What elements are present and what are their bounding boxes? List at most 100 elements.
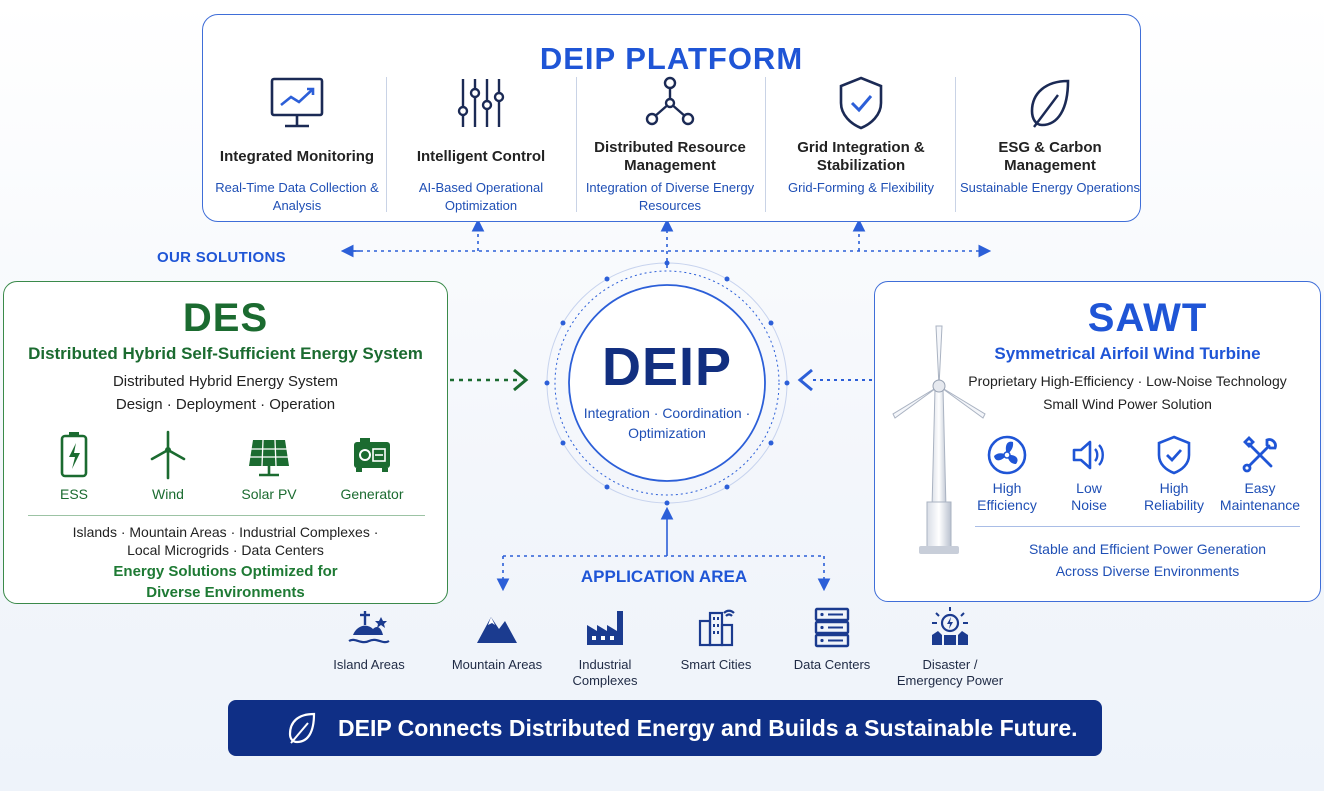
server-icon [814,607,850,648]
fan-icon [987,435,1027,475]
des-item-ess: ESS [24,430,124,502]
sawt-feature-label: Low [1076,480,1102,496]
sawt-feature-noise: Low Noise [1044,434,1134,514]
generator-icon [354,438,390,472]
platform-item-grid: Grid Integration & Stabilization Grid-Fo… [767,73,955,213]
sawt-feature-label: Noise [1071,497,1107,513]
battery-icon [60,432,88,478]
sawt-description: Small Wind Power Solution [1043,396,1212,412]
application-label: Smart Cities [680,657,752,672]
platform-item-desc: Sustainable Energy Operations [960,180,1140,195]
tools-icon [1242,436,1277,473]
shield-check-icon [839,76,883,130]
application-item-island: Island Areas [309,605,429,673]
speaker-icon [1072,440,1104,470]
sawt-tagline: Stable and Efficient Power Generation [1028,541,1267,557]
application-item-smart-cities: Smart Cities [656,605,776,673]
des-item-solar: Solar PV [219,430,319,502]
island-icon [348,611,390,644]
application-item-industrial: Industrial Complexes [545,605,665,689]
deip-core-subtitle: Optimization [628,425,706,441]
platform-item-control: Intelligent Control AI-Based Operational… [387,73,575,213]
application-label: Industrial [578,657,632,672]
leaf-icon [1030,79,1070,128]
banner-text: DEIP Connects Distributed Energy and Bui… [338,715,1078,741]
platform-item-desc: Integration of Diverse Energy Resources [585,180,755,213]
sawt-feature-efficiency: High Efficiency [962,434,1052,514]
application-label: Complexes [572,673,638,688]
des-panel: DES Distributed Hybrid Self-Sufficient E… [3,281,448,604]
sawt-feature-label: Maintenance [1219,497,1301,513]
wind-turbine-icon [150,430,186,480]
des-phases: Design · Deployment · Operation [115,396,336,413]
leaf-icon [288,712,316,744]
divider [975,526,1300,527]
platform-item-resources: Distributed Resource Management Integrat… [576,73,764,213]
sawt-feature-label: Easy [1244,480,1276,496]
sawt-tagline: Across Diverse Environments [1055,563,1240,579]
platform-item-esg: ESG & Carbon Management Sustainable Ener… [956,73,1144,213]
sawt-feature-label: High [1159,480,1189,496]
sawt-subtitle: Symmetrical Airfoil Wind Turbine [994,344,1261,363]
application-label: Disaster / [922,657,978,672]
des-item-label: Wind [152,486,184,502]
platform-item-title: Distributed Resource Management [594,139,746,174]
application-area-title: APPLICATION AREA [580,567,748,586]
sawt-feature-label: High [992,480,1022,496]
platform-item-desc: Grid-Forming & Flexibility [788,180,934,195]
des-description: Distributed Hybrid Energy System [112,373,339,390]
platform-item-title: Grid Integration & Stabilization [797,139,925,174]
divider [576,77,577,212]
platform-item-monitoring: Integrated Monitoring Real-Time Data Col… [203,73,391,213]
sawt-panel: SAWT Symmetrical Airfoil Wind Turbine Pr… [874,281,1321,602]
application-label: Mountain Areas [451,657,543,672]
wind-turbine-illustration [892,325,986,554]
divider [386,77,387,212]
sawt-feature-maintenance: Easy Maintenance [1215,434,1305,514]
factory-icon [587,611,623,645]
network-nodes-icon [645,76,695,126]
shield-check-icon [1157,435,1191,475]
des-item-wind: Wind [118,430,218,502]
des-tagline: Energy Solutions Optimized for [113,563,338,580]
platform-item-title: Intelligent Control [416,148,546,165]
smart-city-icon [698,609,735,647]
des-applications: Islands · Mountain Areas · Industrial Co… [72,524,379,540]
sawt-title: SAWT [1087,296,1208,340]
platform-item-desc: Real-Time Data Collection & Analysis [215,180,379,213]
platform-item-title: ESG & Carbon Management [998,139,1102,174]
application-label: Emergency Power [896,673,1004,688]
application-label: Island Areas [333,657,405,672]
des-applications: Local Microgrids · Data Centers [127,542,324,558]
footer-banner: DEIP Connects Distributed Energy and Bui… [228,700,1102,756]
sawt-feature-reliability: High Reliability [1129,434,1219,514]
sawt-feature-label: Reliability [1144,497,1204,513]
des-item-label: ESS [59,486,88,502]
sawt-description: Proprietary High-Efficiency · Low-Noise … [968,373,1287,389]
des-title: DES [182,296,269,340]
divider [955,77,956,212]
platform-panel: DEIP PLATFORM Integrated Monitoring Real… [202,14,1141,222]
platform-item-title: Integrated Monitoring [219,148,375,165]
deip-core-subtitle: Integration · Coordination · [583,405,751,421]
des-item-label: Solar PV [241,486,297,502]
sawt-feature-label: Efficiency [977,497,1037,513]
des-subtitle: Distributed Hybrid Self-Sufficient Energ… [28,344,423,363]
des-item-label: Generator [340,486,404,502]
application-label: Data Centers [793,657,871,672]
application-item-emergency-power: Disaster / Emergency Power [890,605,1010,689]
deip-core-title: DEIP [601,337,733,397]
platform-title: DEIP PLATFORM [539,41,804,76]
emergency-power-icon [932,607,968,645]
des-tagline: Diverse Environments [146,584,305,601]
platform-item-desc: AI-Based Operational Optimization [418,180,544,213]
mountain-icon [477,617,517,643]
application-item-mountain: Mountain Areas [437,605,557,673]
sliders-icon [457,79,505,127]
divider [28,515,425,516]
application-item-data-centers: Data Centers [772,605,892,673]
monitor-chart-icon [270,77,324,128]
divider [765,77,766,212]
solar-panel-icon [249,439,289,477]
des-item-generator: Generator [322,430,422,502]
